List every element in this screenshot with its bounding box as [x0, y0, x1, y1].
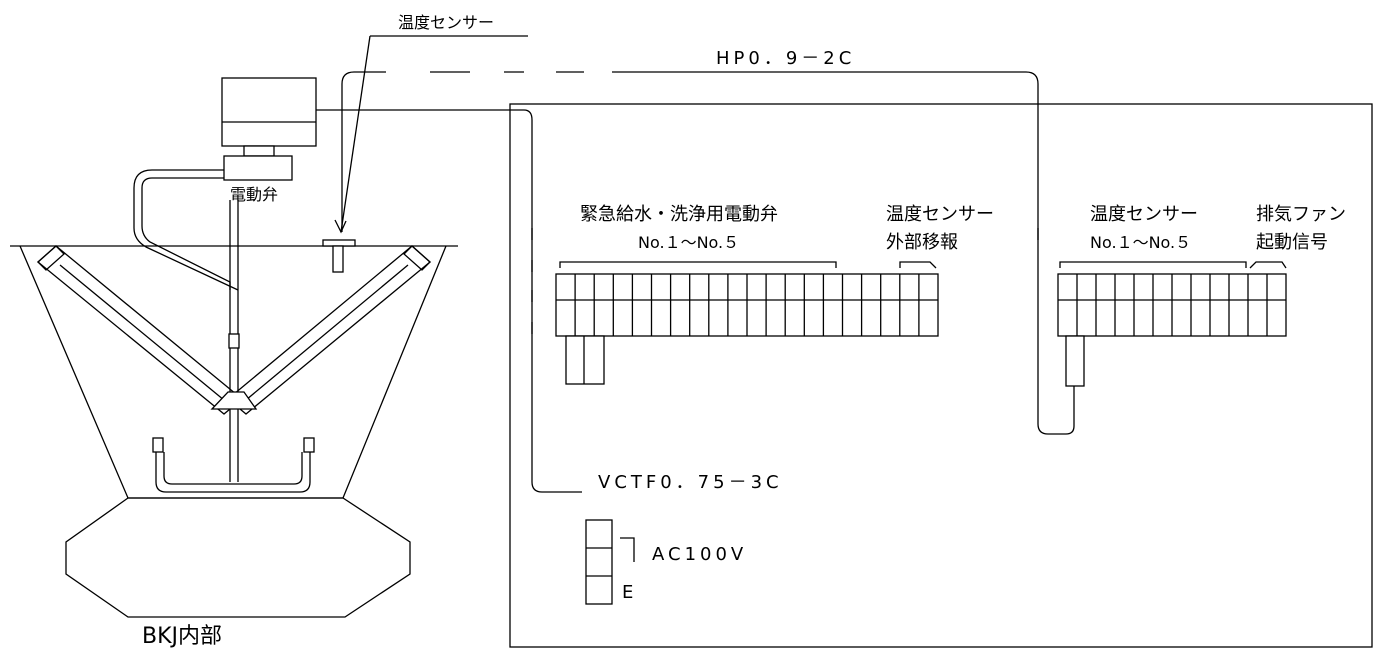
valve-cable: [316, 109, 582, 493]
group2-label-line1: 温度センサー: [886, 204, 994, 225]
panel-outline: [509, 103, 1373, 648]
temp-sensor-label: 温度センサー: [398, 13, 494, 32]
bkj-interior: 電動弁 BKJ内部: [10, 77, 458, 649]
hp-cable-label: HP0．9－2C: [716, 48, 855, 69]
power-terminal-block: [585, 519, 613, 605]
leader-arrow: [340, 35, 371, 233]
control-panel: 緊急給水・洗浄用電動弁 No.１～No.５ 温度センサー 外部移報 温度センサー…: [509, 103, 1373, 648]
ac100v-label: AC100V: [652, 544, 747, 565]
group3-label-line2: No.１～No.５: [1090, 233, 1191, 252]
temp-sensor-callout: 温度センサー: [334, 13, 528, 234]
base-octagon: [65, 497, 411, 618]
vctf-cable-label: VCTF0．75－3C: [598, 472, 783, 493]
group1-label-line2: No.１～No.５: [638, 233, 739, 252]
tank-outline: [19, 245, 447, 499]
cable-gland-1: [565, 335, 605, 385]
group2-label-line2: 外部移報: [886, 232, 958, 253]
motor-valve-body: [223, 155, 293, 181]
group1-label-line1: 緊急給水・洗浄用電動弁: [580, 204, 778, 225]
pipe-coupling: [228, 333, 240, 349]
nozzle-hub: [210, 391, 258, 410]
temp-sensor-probe: [332, 245, 344, 273]
lower-nozzle-left: [152, 437, 164, 453]
motor-valve-label: 電動弁: [230, 185, 278, 204]
temp-sensor-flange: [322, 239, 356, 247]
bkj-interior-label: BKJ内部: [142, 624, 222, 649]
valve-actuator: [221, 77, 317, 147]
group4-label-line1: 排気ファン: [1256, 204, 1346, 225]
group4-label-line2: 起動信号: [1256, 232, 1328, 253]
hp-cable: HP0．9－2C: [316, 48, 1075, 493]
earth-label: E: [622, 582, 633, 603]
cable-gland-2: [1065, 335, 1085, 387]
left-nozzle-pipe: [36, 245, 244, 415]
group3-label-line1: 温度センサー: [1090, 204, 1198, 225]
lower-nozzle-right: [303, 437, 315, 453]
